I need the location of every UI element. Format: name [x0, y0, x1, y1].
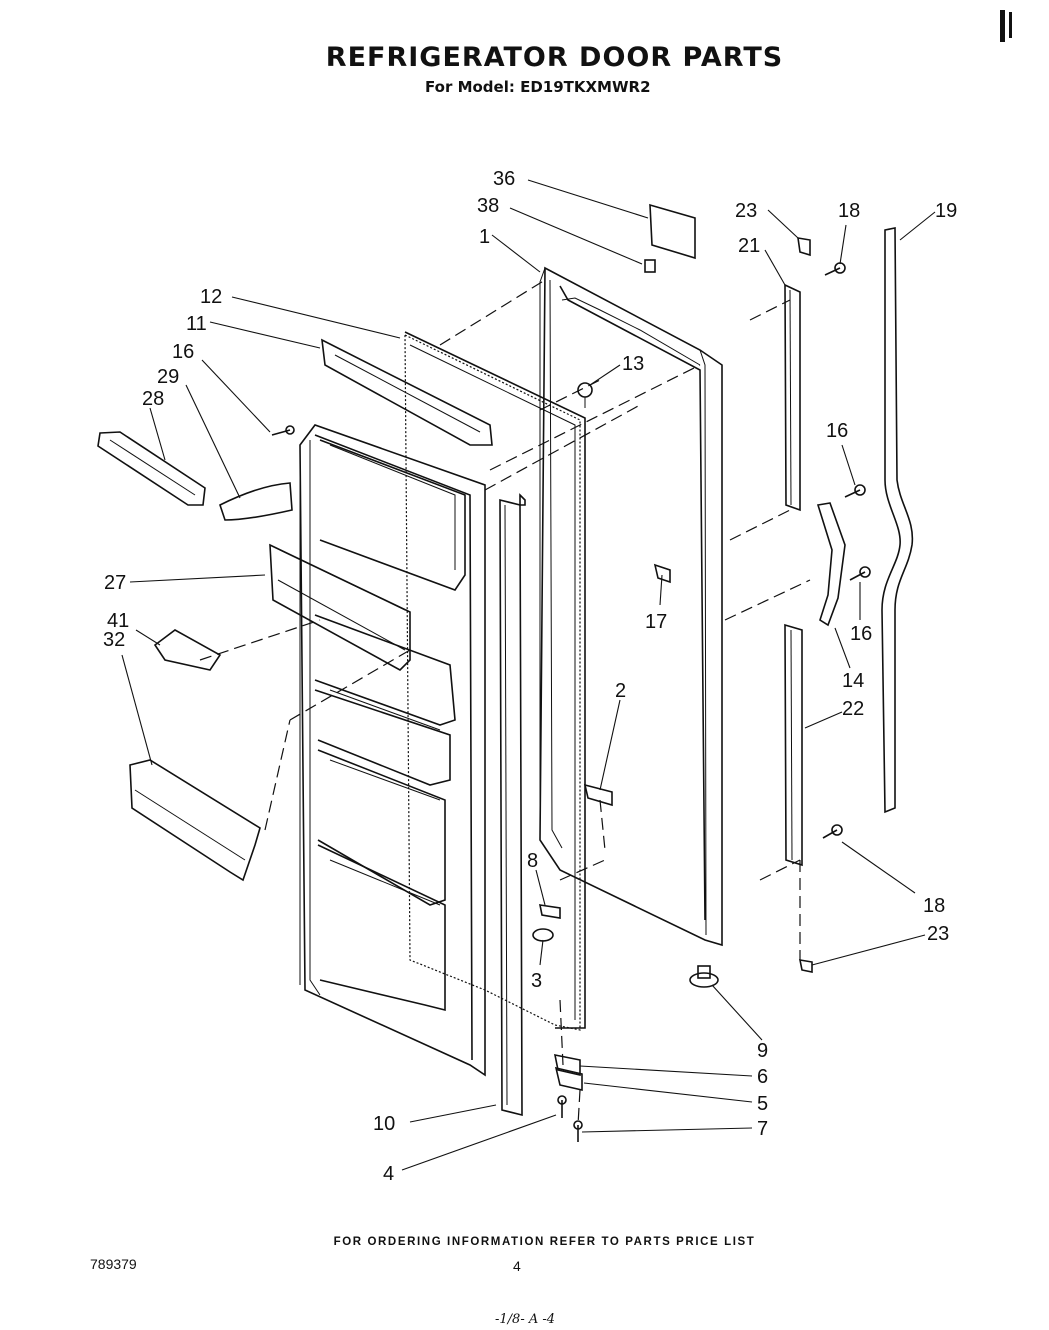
callout-6: 6: [757, 1066, 768, 1088]
small-hardware: [271, 203, 871, 1142]
outer-door-panel: [539, 266, 723, 947]
callout-labels: 36 38 1 12 11 16 29 28 13 23 18 21 19 16…: [103, 168, 957, 1185]
callout-21: 21: [738, 235, 760, 257]
callout-38: 38: [477, 195, 499, 217]
page-title: REFRIGERATOR DOOR PARTS: [325, 42, 784, 73]
callout-32: 32: [103, 629, 125, 651]
hidden-edge-lines: [199, 279, 811, 1126]
callout-1: 1: [479, 226, 490, 248]
callout-17: 17: [645, 611, 667, 633]
callout-29: 29: [157, 366, 179, 388]
door-gasket: [404, 331, 586, 1031]
callout-8: 8: [527, 850, 538, 872]
corner-scan-mark: [1000, 10, 1005, 42]
callout-18-bottom: 18: [923, 895, 945, 917]
callout-18-top: 18: [838, 200, 860, 222]
callout-4: 4: [383, 1163, 394, 1185]
callout-27: 27: [104, 572, 126, 594]
door-accessories-left: [97, 338, 493, 882]
document-number: 789379: [90, 1256, 137, 1272]
callout-7: 7: [757, 1118, 768, 1140]
callout-36: 36: [493, 168, 515, 190]
callout-10: 10: [373, 1113, 395, 1135]
page-number: 4: [513, 1258, 521, 1274]
model-line: For Model: ED19TKXMWR2: [425, 78, 651, 96]
callout-3: 3: [531, 970, 542, 992]
callout-5: 5: [757, 1093, 768, 1115]
callout-2: 2: [615, 680, 626, 702]
handle-bracket-14: [816, 502, 846, 627]
callout-28: 28: [142, 388, 164, 410]
trim-strip-22: [784, 623, 803, 867]
ordering-note: FOR ORDERING INFORMATION REFER TO PARTS …: [333, 1236, 756, 1248]
handwritten-note: -1/8- A -4: [495, 1312, 556, 1327]
callout-16-right-top: 16: [826, 420, 848, 442]
callout-16-left: 16: [172, 341, 194, 363]
callout-13: 13: [622, 353, 644, 375]
door-handle-19: [881, 227, 914, 814]
callout-23-bottom: 23: [927, 923, 949, 945]
callout-23-top: 23: [735, 200, 757, 222]
leader-lines: [121, 179, 936, 1171]
callout-9: 9: [757, 1040, 768, 1062]
inner-door-liner: [299, 424, 486, 1077]
callout-22: 22: [842, 698, 864, 720]
callout-14: 14: [842, 670, 864, 692]
callout-12: 12: [200, 286, 222, 308]
callout-19: 19: [935, 200, 957, 222]
corner-scan-mark-secondary: [1009, 12, 1012, 38]
callout-16-right-bottom: 16: [850, 623, 872, 645]
callout-41: 41: [107, 610, 129, 632]
hinge-rail: [499, 493, 526, 1117]
callout-11: 11: [186, 313, 207, 335]
trim-strip-21: [784, 283, 801, 512]
